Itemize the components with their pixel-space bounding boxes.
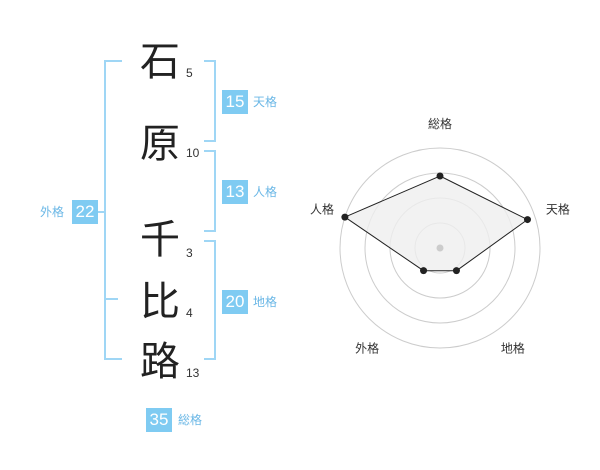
stroke-count-4: 4 (186, 306, 193, 320)
tenkaku-box: 15 (222, 90, 248, 114)
radar-point-5 (341, 213, 349, 221)
tenkaku-label: 天格 (253, 95, 278, 109)
radar-axis-label-4: 外格 (355, 340, 379, 355)
stroke-count-3: 3 (186, 246, 193, 260)
radar-polygon (343, 175, 529, 272)
stroke-count-2: 10 (186, 146, 200, 160)
soukaku-box: 35 (146, 408, 172, 432)
gaikaku-bracket (104, 60, 122, 360)
chikaku-label: 地格 (253, 295, 278, 309)
radar-axis-label-1: 総格 (428, 116, 452, 131)
gaikaku-box: 22 (72, 200, 98, 224)
soukaku-label: 総格 (178, 413, 203, 427)
radar-point-1 (436, 172, 444, 180)
jinkaku-label: 人格 (253, 185, 278, 199)
chikaku-box: 20 (222, 290, 248, 314)
stroke-count-1: 5 (186, 66, 193, 80)
name-char-3: 千 (140, 217, 180, 263)
radar-point-4 (420, 267, 428, 275)
jinkaku-box: 13 (222, 180, 248, 204)
name-char-2: 原 (140, 121, 180, 167)
name-char-4: 比 (140, 279, 180, 325)
radar-axis-label-5: 人格 (310, 202, 334, 217)
chikaku-bracket (204, 240, 216, 360)
jinkaku-bracket (204, 150, 216, 232)
gaikaku-connector (98, 211, 106, 213)
stroke-count-5: 13 (186, 366, 200, 380)
radar-ring-4 (339, 147, 541, 349)
gaikaku-label: 外格 (40, 205, 65, 219)
radar-point-2 (523, 216, 531, 224)
radar-axis-label-3: 地格 (501, 340, 525, 355)
tenkaku-bracket (204, 60, 216, 142)
radar-center-dot (436, 244, 444, 252)
name-char-5: 路 (140, 339, 180, 385)
name-char-1: 石 (140, 39, 180, 85)
radar-axis-label-2: 天格 (546, 202, 570, 217)
gaikaku-mid-tick (104, 298, 118, 300)
radar-point-3 (452, 267, 460, 275)
